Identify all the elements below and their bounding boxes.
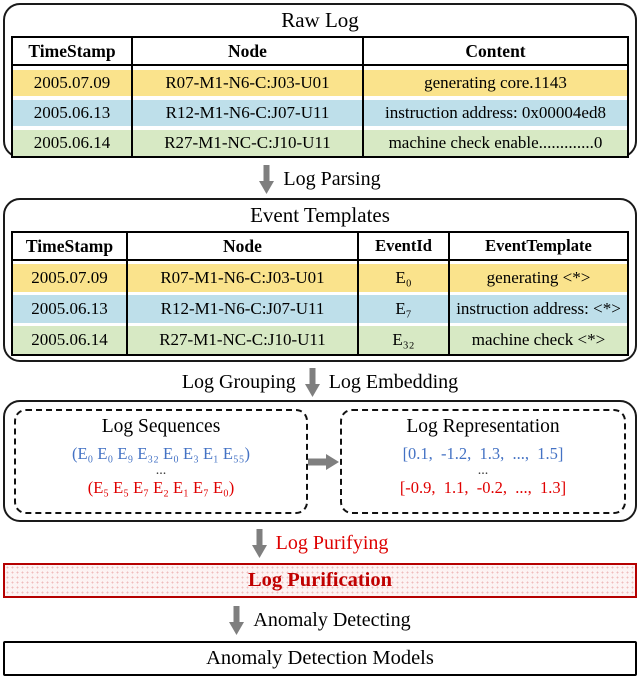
- log-representation-box: Log Representation [0.1, -1.2, 1.3, ...,…: [340, 409, 626, 514]
- raw-log-col-timestamp: TimeStamp 2005.07.09 2005.06.13 2005.06.…: [13, 38, 133, 156]
- normal-log-sequence: (E₀ E₀ E₉ E₃₂ E₀ E₃ E₁ E₅₅): [71, 444, 251, 463]
- log-parsing-label: Log Parsing: [283, 167, 381, 190]
- event-templates-box: Event Templates TimeStamp 2005.07.09 200…: [3, 198, 637, 362]
- event-templates-cell-eventid: E₃₂: [359, 326, 448, 354]
- raw-log-cell-node: R07-M1-N6-C:J03-U01: [133, 70, 362, 96]
- log-embedding-label: Log Embedding: [328, 371, 459, 393]
- sequence-to-representation-arrow: [308, 454, 339, 475]
- event-templates-table: TimeStamp 2005.07.09 2005.06.13 2005.06.…: [11, 231, 629, 356]
- log-representation-title: Log Representation: [406, 416, 560, 437]
- event-templates-title: Event Templates: [250, 203, 390, 227]
- log-sequences-title: Log Sequences: [101, 416, 221, 437]
- event-templates-cell-timestamp: 2005.06.13: [13, 295, 126, 323]
- raw-log-cell-node: R27-M1-NC-C:J10-U11: [133, 130, 362, 156]
- right-arrow-icon: [308, 454, 339, 470]
- raw-log-cell-content: generating core.1143: [364, 70, 627, 96]
- down-arrow-icon: [304, 368, 320, 397]
- log-parsing-step: Log Parsing: [0, 161, 640, 197]
- event-templates-cell-timestamp: 2005.07.09: [13, 264, 126, 292]
- raw-log-cell-timestamp: 2005.06.13: [13, 100, 131, 126]
- raw-log-cell-node: R12-M1-N6-C:J07-U11: [133, 100, 362, 126]
- event-templates-header-eventid: EventId: [359, 233, 448, 261]
- raw-log-header-timestamp: TimeStamp: [13, 38, 131, 66]
- event-templates-col-timestamp: TimeStamp 2005.07.09 2005.06.13 2005.06.…: [13, 233, 128, 354]
- raw-log-header-node: Node: [133, 38, 362, 66]
- raw-log-title: Raw Log: [281, 8, 359, 32]
- anomaly-detecting-label: Anomaly Detecting: [253, 608, 411, 631]
- event-templates-cell-node: R07-M1-N6-C:J03-U01: [128, 264, 357, 292]
- raw-log-col-node: Node R07-M1-N6-C:J03-U01 R12-M1-N6-C:J07…: [133, 38, 364, 156]
- representation-ellipsis: ...: [477, 463, 489, 478]
- sequences-representation-box: Log Sequences (E₀ E₀ E₉ E₃₂ E₀ E₃ E₁ E₅₅…: [3, 400, 637, 522]
- log-grouping-embedding-step: Log Grouping Log Embedding: [0, 367, 640, 398]
- anomaly-detection-models-box: Anomaly Detection Models: [3, 641, 637, 676]
- down-arrow-icon: [259, 164, 275, 194]
- event-templates-col-node: Node R07-M1-N6-C:J03-U01 R12-M1-N6-C:J07…: [128, 233, 359, 354]
- event-templates-col-eventid: EventId E₀ E₇ E₃₂: [359, 233, 450, 354]
- event-templates-header-node: Node: [128, 233, 357, 261]
- log-sequences-box: Log Sequences (E₀ E₀ E₉ E₃₂ E₀ E₃ E₁ E₅₅…: [14, 409, 308, 514]
- event-templates-header-timestamp: TimeStamp: [13, 233, 126, 261]
- raw-log-header-content: Content: [364, 38, 627, 66]
- sequences-ellipsis: ...: [155, 463, 167, 478]
- raw-log-cell-timestamp: 2005.06.14: [13, 130, 131, 156]
- anomaly-detection-models-label: Anomaly Detection Models: [206, 647, 434, 669]
- down-arrow-icon: [251, 529, 267, 558]
- anomalous-log-sequence: (E₅ E₅ E₇ E₂ E₁ E₇ E₀): [87, 478, 235, 497]
- event-templates-cell-timestamp: 2005.06.14: [13, 326, 126, 354]
- raw-log-table: TimeStamp 2005.07.09 2005.06.13 2005.06.…: [11, 36, 629, 158]
- log-purifying-step: Log Purifying: [0, 526, 640, 561]
- event-templates-header-template: EventTemplate: [450, 233, 627, 261]
- log-purification-label: Log Purification: [247, 569, 393, 591]
- event-templates-cell-node: R12-M1-N6-C:J07-U11: [128, 295, 357, 323]
- anomaly-detecting-step: Anomaly Detecting: [0, 602, 640, 638]
- anomalous-log-vector: [-0.9, 1.1, -0.2, ..., 1.3]: [399, 478, 567, 497]
- event-templates-cell-node: R27-M1-NC-C:J10-U11: [128, 326, 357, 354]
- log-purification-box: Log Purification: [3, 563, 637, 598]
- event-templates-col-template: EventTemplate generating <*> instruction…: [450, 233, 627, 354]
- raw-log-cell-content: instruction address: 0x00004ed8: [364, 100, 627, 126]
- event-templates-cell-eventid: E₀: [359, 264, 448, 292]
- log-grouping-label: Log Grouping: [181, 371, 296, 393]
- normal-log-vector: [0.1, -1.2, 1.3, ..., 1.5]: [402, 444, 564, 463]
- raw-log-box: Raw Log TimeStamp 2005.07.09 2005.06.13 …: [3, 3, 637, 158]
- event-templates-cell-template: generating <*>: [450, 264, 627, 292]
- raw-log-col-content: Content generating core.1143 instruction…: [364, 38, 627, 156]
- raw-log-cell-content: machine check enable.............0: [364, 130, 627, 156]
- event-templates-cell-template: machine check <*>: [450, 326, 627, 354]
- event-templates-cell-template: instruction address: <*>: [450, 295, 627, 323]
- log-purifying-label: Log Purifying: [275, 532, 389, 554]
- event-templates-cell-eventid: E₇: [359, 295, 448, 323]
- raw-log-cell-timestamp: 2005.07.09: [13, 70, 131, 96]
- down-arrow-icon: [229, 605, 245, 635]
